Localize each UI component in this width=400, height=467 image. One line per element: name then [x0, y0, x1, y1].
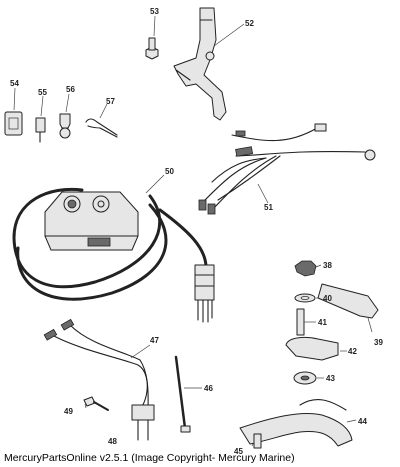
callout-label: 47 [150, 336, 159, 345]
callout-label: 53 [150, 7, 159, 16]
part-51-harness [198, 123, 376, 215]
part-44-arm [239, 399, 357, 447]
callout-label: 41 [318, 318, 327, 327]
callout-label: 55 [38, 88, 47, 97]
callout-label: 49 [64, 407, 73, 416]
part-45-fastener [251, 433, 262, 449]
callout-label: 42 [348, 347, 357, 356]
callout-label: 45 [234, 447, 243, 456]
callout-label: 38 [323, 261, 332, 270]
part-46-tie [174, 355, 202, 433]
callout-label: 52 [245, 19, 254, 28]
part-41-pin [296, 308, 316, 336]
part-56-fitting [59, 93, 71, 139]
callout-label: 44 [358, 417, 367, 426]
callout-label: 46 [204, 384, 213, 393]
callout-label: 50 [165, 167, 174, 176]
part-39-lever [317, 283, 379, 333]
callout-label: 51 [264, 203, 273, 212]
part-49-screw [83, 396, 109, 411]
part-42-plate [285, 336, 347, 361]
part-54-clip [4, 87, 23, 136]
copyright-footer: MercuryPartsOnline v2.5.1 (Image Copyrig… [4, 452, 295, 464]
part-52-bracket [173, 7, 245, 121]
part-55-terminal [35, 95, 46, 143]
callout-label: 43 [326, 374, 335, 383]
part-57-pin [85, 103, 118, 138]
part-40-washer [294, 293, 321, 303]
callout-label: 56 [66, 85, 75, 94]
callout-label: 48 [108, 437, 117, 446]
callout-label: 40 [323, 294, 332, 303]
part-47-harness [43, 318, 155, 441]
callout-label: 57 [106, 97, 115, 106]
part-43-washer [293, 371, 324, 385]
callout-label: 39 [374, 338, 383, 347]
part-50-control-box [12, 174, 215, 323]
part-38-nut [294, 260, 322, 277]
callout-label: 54 [10, 79, 19, 88]
part-53-bolt [145, 15, 159, 60]
